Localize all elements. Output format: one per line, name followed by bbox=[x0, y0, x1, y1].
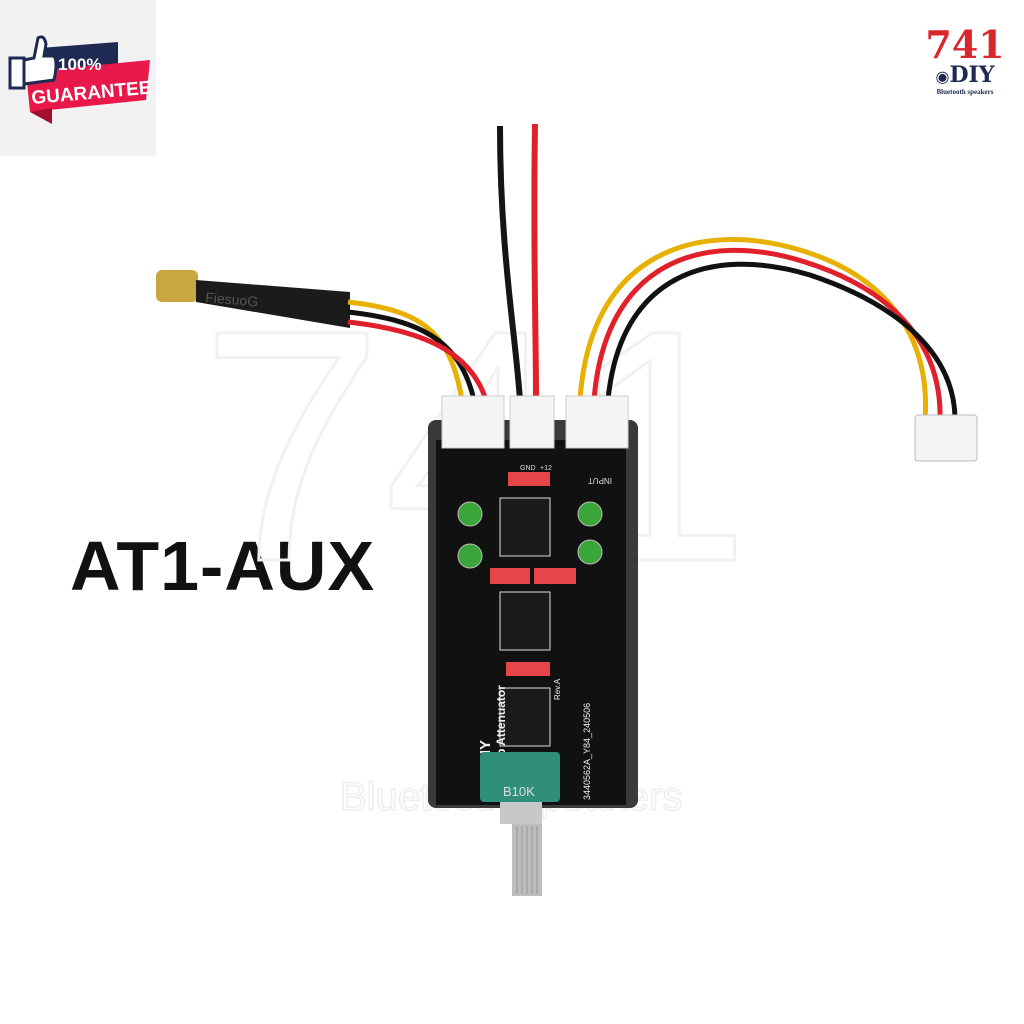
potentiometer bbox=[480, 752, 560, 802]
brand-logo: 741 ◉DIY Bluetooth speakers bbox=[920, 22, 1010, 97]
svg-text:Rev.A: Rev.A bbox=[553, 678, 562, 700]
speaker-icon: ◉ bbox=[935, 67, 950, 86]
svg-text:INPUT: INPUT bbox=[588, 476, 612, 485]
guarantee-badge: 100% GUARANTEE bbox=[0, 0, 156, 156]
svg-text:3440562A_Y84_240506: 3440562A_Y84_240506 bbox=[582, 703, 592, 800]
svg-text:+12: +12 bbox=[540, 465, 552, 472]
audio-jack bbox=[156, 270, 198, 302]
logo-brand: DIY bbox=[949, 62, 995, 88]
input-connector bbox=[914, 414, 978, 462]
svg-text:GND: GND bbox=[520, 465, 536, 472]
cable-sleeve bbox=[196, 280, 350, 328]
svg-text:FiesuoG: FiesuoG bbox=[205, 289, 259, 310]
badge-percent: 100% bbox=[58, 55, 101, 74]
logo-number: 741 bbox=[925, 22, 1005, 67]
product-title: AT1-AUX bbox=[70, 527, 376, 605]
logo-tagline: Bluetooth speakers bbox=[936, 88, 994, 96]
svg-text:B10K: B10K bbox=[503, 784, 535, 799]
thumbs-up-icon: 100% GUARANTEE bbox=[8, 35, 152, 124]
